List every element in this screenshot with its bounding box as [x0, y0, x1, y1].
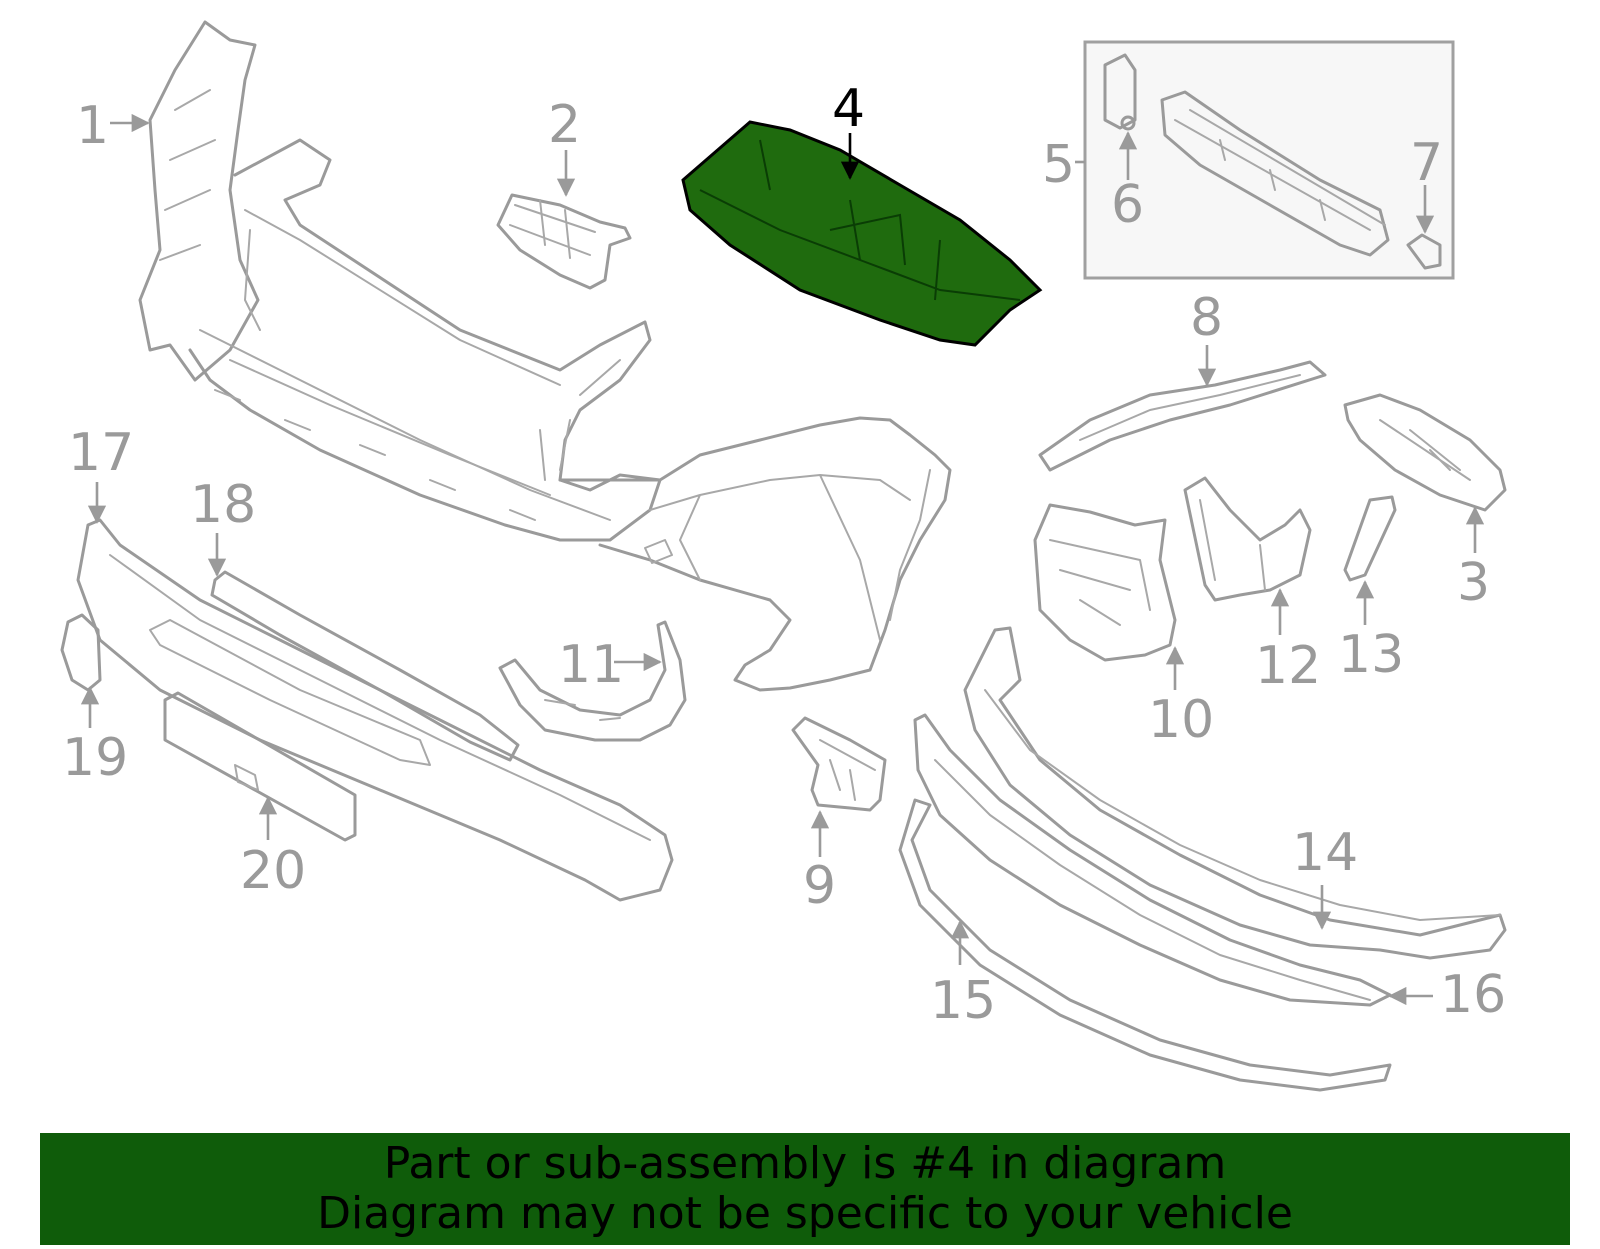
callout-10[interactable]: 10 [1148, 690, 1214, 750]
callout-14[interactable]: 14 [1292, 823, 1358, 883]
callout-17[interactable]: 17 [68, 423, 134, 483]
callout-7[interactable]: 7 [1410, 133, 1443, 193]
part-4-shield-highlighted [681, 120, 1043, 347]
part-8-bracket [1038, 360, 1327, 472]
callout-16[interactable]: 16 [1440, 965, 1506, 1025]
callout-5[interactable]: 5 [1042, 135, 1075, 195]
callout-1[interactable]: 1 [76, 96, 109, 156]
callout-3[interactable]: 3 [1457, 553, 1490, 613]
part-3-side-bracket [1343, 393, 1507, 512]
callout-12[interactable]: 12 [1255, 636, 1321, 696]
callout-4[interactable]: 4 [832, 79, 865, 139]
info-banner: Part or sub-assembly is #4 in diagram Di… [40, 1133, 1570, 1245]
callout-2[interactable]: 2 [548, 95, 581, 155]
part-18-trim-strip [210, 570, 520, 762]
part-11-bezel [498, 620, 687, 742]
part-17-lower-panel [76, 518, 674, 902]
part-13-strip [1343, 495, 1397, 582]
part-12-bracket [1183, 476, 1312, 602]
part-10-bracket [1033, 503, 1177, 662]
callout-labels: 1 2 3 4 5 6 7 8 9 10 11 12 13 14 15 16 1… [62, 79, 1506, 1031]
callout-8[interactable]: 8 [1190, 288, 1223, 348]
part-1-bumper-carrier [138, 20, 662, 542]
callout-leaders [80, 113, 1485, 1006]
callout-20[interactable]: 20 [240, 841, 306, 901]
callout-13[interactable]: 13 [1338, 625, 1404, 685]
callout-11[interactable]: 11 [558, 635, 624, 695]
part-20-plate-bracket [163, 691, 357, 842]
part-9-bracket [791, 716, 887, 812]
callout-19[interactable]: 19 [62, 728, 128, 788]
inset-parts-5-6-7 [1083, 40, 1455, 280]
callout-9[interactable]: 9 [803, 856, 836, 916]
callout-18[interactable]: 18 [190, 475, 256, 535]
front-bumper-fascia [558, 416, 952, 692]
banner-line-part-info: Part or sub-assembly is #4 in diagram [383, 1138, 1227, 1189]
part-14-lower-lip [963, 626, 1507, 960]
callout-15[interactable]: 15 [930, 971, 996, 1031]
part-2-bracket [496, 193, 632, 290]
banner-line-disclaimer: Diagram may not be specific to your vehi… [317, 1188, 1293, 1239]
parts-diagram: 1 2 3 4 5 6 7 8 9 10 11 12 13 14 15 16 1… [60, 20, 1507, 1092]
callout-6[interactable]: 6 [1111, 175, 1144, 235]
part-19-clip [60, 613, 102, 692]
part-15-lower-trim [898, 798, 1392, 1092]
